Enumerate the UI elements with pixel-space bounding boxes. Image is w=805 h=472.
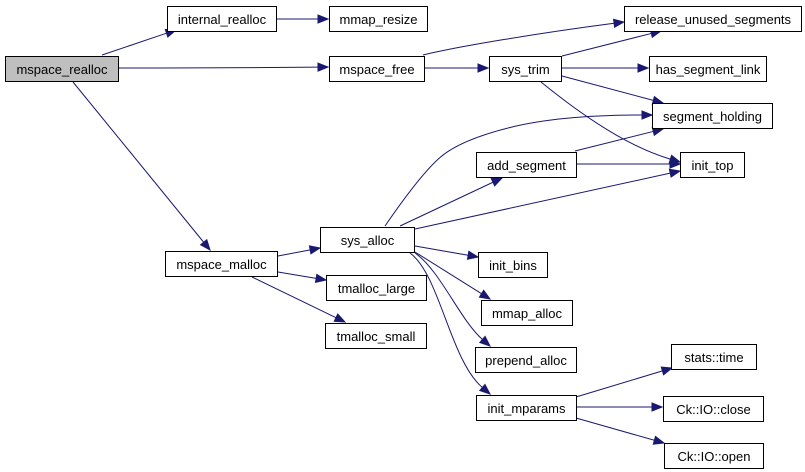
node-init-bins[interactable]: init_bins bbox=[478, 252, 548, 278]
edge-line bbox=[277, 271, 317, 279]
node-prepend-alloc[interactable]: prepend_alloc bbox=[475, 347, 577, 373]
node-mmap-resize[interactable]: mmap_resize bbox=[329, 6, 428, 32]
edge-line bbox=[574, 130, 654, 152]
edge-line bbox=[561, 75, 654, 101]
arrowhead-icon bbox=[308, 245, 322, 255]
edge-mspace-malloc-to-tmalloc-small bbox=[251, 276, 347, 323]
edge-sys-alloc-to-prepend-alloc bbox=[414, 252, 492, 347]
edge-internal-realloc-to-mmap-resize bbox=[277, 14, 330, 24]
edge-line bbox=[575, 417, 655, 441]
arrowhead-icon bbox=[660, 366, 674, 376]
arrowhead-icon bbox=[669, 159, 682, 169]
edge-sys-trim-to-segment-holding bbox=[561, 75, 665, 105]
edge-add-segment-to-init-top bbox=[577, 159, 682, 169]
edge-line bbox=[72, 81, 205, 243]
edge-line bbox=[414, 251, 482, 295]
edge-mspace-free-to-release-unused-segments bbox=[422, 18, 626, 56]
edge-sys-alloc-to-init-bins bbox=[414, 245, 480, 260]
arrowhead-icon bbox=[477, 63, 490, 73]
edge-mspace-free-to-sys-trim bbox=[425, 63, 490, 73]
node-stats-time[interactable]: stats::time bbox=[671, 344, 757, 370]
arrowhead-icon bbox=[466, 250, 480, 260]
edge-line bbox=[422, 22, 615, 56]
node-ck-io-close[interactable]: Ck::IO::close bbox=[663, 396, 764, 422]
node-sys-alloc[interactable]: sys_alloc bbox=[320, 227, 415, 253]
arrowhead-icon bbox=[199, 238, 211, 252]
node-segment-holding[interactable]: segment_holding bbox=[652, 103, 773, 129]
edge-init-mparams-to-ck-io-close bbox=[577, 402, 664, 412]
edge-sys-alloc-to-mmap-alloc bbox=[414, 251, 492, 300]
arrowhead-icon bbox=[478, 335, 492, 347]
arrowhead-icon bbox=[317, 14, 330, 24]
edge-line bbox=[540, 81, 671, 160]
arrowhead-icon bbox=[641, 110, 654, 120]
arrowhead-icon bbox=[478, 289, 492, 300]
node-mspace-malloc[interactable]: mspace_malloc bbox=[165, 251, 278, 277]
arrowhead-icon bbox=[317, 62, 330, 72]
edge-mspace-realloc-to-internal-realloc bbox=[101, 28, 178, 56]
edge-sys-trim-to-release-unused-segments bbox=[561, 28, 663, 57]
edge-mspace-realloc-to-mspace-malloc bbox=[72, 81, 211, 252]
node-init-mparams[interactable]: init_mparams bbox=[476, 395, 577, 421]
edge-line bbox=[561, 32, 652, 57]
arrowhead-icon bbox=[333, 313, 347, 323]
edge-mspace-realloc-to-mspace-free bbox=[118, 62, 330, 72]
node-mmap-alloc[interactable]: mmap_alloc bbox=[481, 300, 573, 326]
node-tmalloc-large[interactable]: tmalloc_large bbox=[326, 275, 427, 301]
node-internal-realloc[interactable]: internal_realloc bbox=[167, 6, 277, 32]
arrowhead-icon bbox=[314, 273, 328, 283]
edge-line bbox=[101, 32, 167, 56]
edge-sys-alloc-to-add-segment bbox=[399, 177, 504, 227]
edge-line bbox=[277, 249, 311, 257]
arrowhead-icon bbox=[478, 383, 492, 395]
arrowhead-icon bbox=[490, 177, 504, 187]
edge-line bbox=[399, 181, 494, 227]
edge-add-segment-to-segment-holding bbox=[574, 126, 665, 152]
edge-sys-trim-to-has-segment-link bbox=[562, 63, 650, 73]
edge-line bbox=[414, 245, 469, 256]
arrowhead-icon bbox=[612, 18, 626, 29]
edge-sys-alloc-to-init-mparams bbox=[409, 252, 492, 395]
edge-line bbox=[409, 252, 483, 388]
edge-line bbox=[251, 276, 337, 319]
arrowhead-icon bbox=[637, 63, 650, 73]
edge-init-mparams-to-ck-io-open bbox=[575, 417, 666, 445]
edge-line bbox=[384, 114, 643, 227]
edge-line bbox=[575, 370, 663, 398]
edge-line bbox=[414, 172, 671, 230]
node-tmalloc-small[interactable]: tmalloc_small bbox=[325, 323, 427, 349]
node-mspace-free[interactable]: mspace_free bbox=[329, 56, 425, 82]
edge-line bbox=[118, 66, 319, 69]
edge-sys-alloc-to-segment-holding bbox=[384, 110, 654, 227]
arrowhead-icon bbox=[668, 168, 682, 178]
node-ck-io-open[interactable]: Ck::IO::open bbox=[664, 443, 764, 469]
edge-init-mparams-to-stats-time bbox=[575, 366, 674, 398]
node-mspace-realloc: mspace_realloc bbox=[5, 56, 119, 82]
node-has-segment-link[interactable]: has_segment_link bbox=[649, 56, 767, 82]
node-sys-trim[interactable]: sys_trim bbox=[489, 56, 562, 82]
node-add-segment[interactable]: add_segment bbox=[476, 152, 577, 178]
edge-sys-alloc-to-init-top bbox=[414, 168, 682, 230]
arrowhead-icon bbox=[651, 402, 664, 412]
arrowhead-icon bbox=[652, 435, 666, 445]
edge-line bbox=[414, 252, 483, 340]
node-release-unused-segments[interactable]: release_unused_segments bbox=[624, 6, 802, 32]
node-init-top[interactable]: init_top bbox=[680, 152, 745, 178]
edge-mspace-malloc-to-tmalloc-large bbox=[277, 271, 328, 283]
edge-mspace-malloc-to-sys-alloc bbox=[277, 245, 322, 257]
